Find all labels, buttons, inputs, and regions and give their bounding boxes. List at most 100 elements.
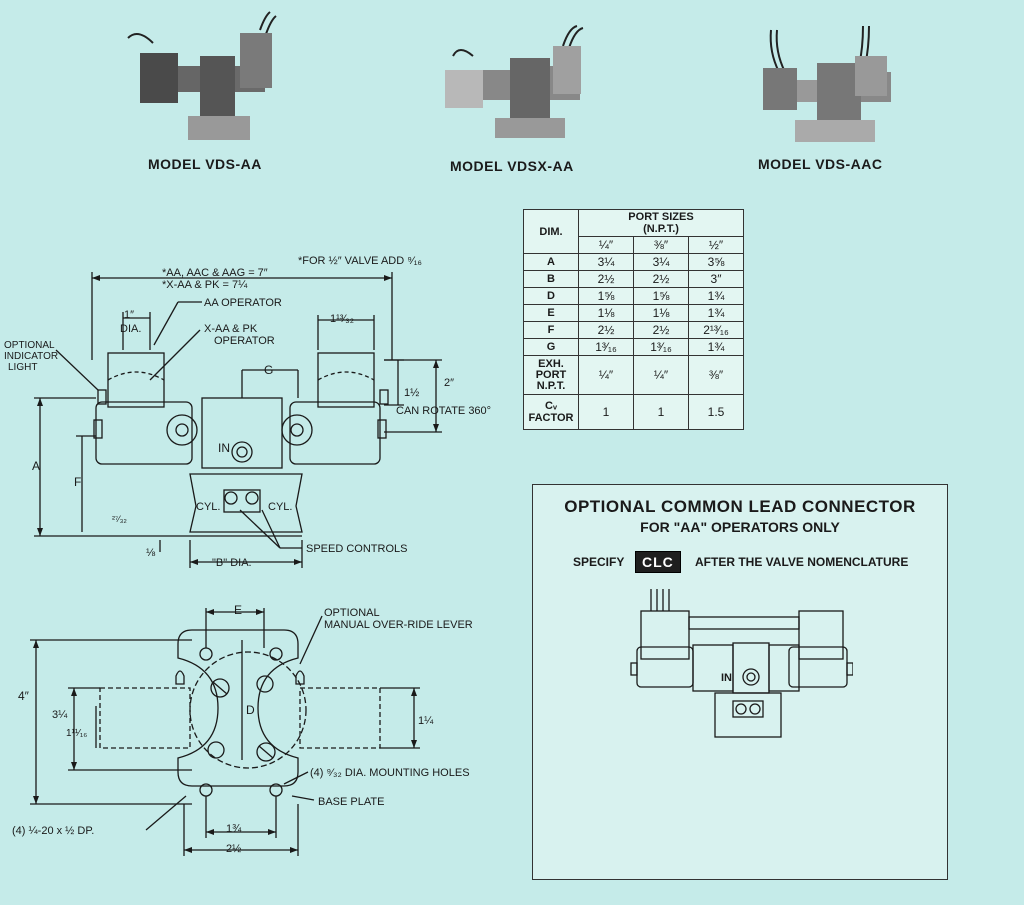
size-header: ½″ bbox=[688, 236, 744, 254]
table-cell: 1¾ bbox=[688, 304, 744, 322]
override-label-1: OPTIONAL bbox=[324, 607, 380, 619]
table-row: G 1³⁄₁₆ 1³⁄₁₆ 1¾ bbox=[523, 338, 744, 356]
one-three-quarter-dim: 1¾ bbox=[226, 823, 242, 835]
table-cell: 1.5 bbox=[688, 394, 744, 430]
dim-header: DIM. bbox=[523, 209, 579, 254]
indicator-label-2: INDICATOR bbox=[4, 351, 58, 362]
two-inch-dim: 2″ bbox=[444, 377, 454, 389]
clc-in-label: IN bbox=[721, 672, 732, 684]
two-half-dim: 2½ bbox=[226, 843, 241, 855]
table-cell: 3″ bbox=[688, 270, 744, 288]
table-row: F 2½ 2½ 2¹³⁄₁₆ bbox=[523, 321, 744, 339]
exh-label-2: PORT bbox=[535, 368, 567, 381]
table-row: E 1⅛ 1⅛ 1¾ bbox=[523, 304, 744, 322]
table-cell: 2½ bbox=[578, 270, 634, 288]
table-cell: 1³⁄₁₆ bbox=[578, 338, 634, 356]
dia-value: 1″ bbox=[124, 309, 134, 321]
width-note-2: *X-AA & PK = 7¼ bbox=[162, 279, 248, 291]
half-inch-note: *FOR ½″ VALVE ADD ⁹⁄₁₆ bbox=[298, 255, 422, 267]
table-cell: 1 bbox=[578, 394, 634, 430]
table-cell: 3¼ bbox=[578, 253, 634, 271]
mounting-holes-label: (4) ⁹⁄₃₂ DIA. MOUNTING HOLES bbox=[310, 767, 470, 779]
model-label-vds-aa: MODEL VDS-AA bbox=[148, 156, 262, 172]
row-dim: E bbox=[523, 304, 579, 322]
four-inch-dim: 4″ bbox=[18, 689, 30, 703]
g-dim-label: G bbox=[264, 363, 273, 377]
eighth-dim-label: ⅛ bbox=[146, 547, 156, 559]
exh-label: EXH. PORT N.P.T. bbox=[523, 355, 579, 395]
table-cell: 1 bbox=[633, 394, 689, 430]
table-cell: ¼″ bbox=[633, 355, 689, 395]
e-dim-label: E bbox=[234, 603, 242, 617]
base-plate-label: BASE PLATE bbox=[318, 796, 384, 808]
table-cell: 3⅝ bbox=[688, 253, 744, 271]
clc-connector-box: OPTIONAL COMMON LEAD CONNECTOR FOR "AA" … bbox=[532, 484, 948, 880]
table-cell: 2½ bbox=[578, 321, 634, 339]
clc-badge: CLC bbox=[635, 551, 681, 573]
photo-vds-aa bbox=[127, 11, 277, 140]
cv-label-1: Cᵥ bbox=[545, 400, 557, 412]
table-cell: 2½ bbox=[633, 321, 689, 339]
table-row-exh: EXH. PORT N.P.T. ¼″ ¼″ ⅜″ bbox=[523, 355, 744, 395]
clc-drawing: IN bbox=[630, 589, 853, 738]
row-dim: G bbox=[523, 338, 579, 356]
table-cell: 2½ bbox=[633, 270, 689, 288]
photo-vds-aac bbox=[763, 25, 891, 142]
table-cell: 1³⁄₁₆ bbox=[633, 338, 689, 356]
port-sizes-subtitle: (N.P.T.) bbox=[643, 223, 679, 235]
table-cell: 1¾ bbox=[688, 338, 744, 356]
specify-label: SPECIFY bbox=[573, 555, 625, 569]
b-dia-label: "B" DIA. bbox=[212, 557, 252, 569]
speed-controls-label: SPEED CONTROLS bbox=[306, 543, 407, 555]
row-dim: D bbox=[523, 287, 579, 305]
dia-label: DIA. bbox=[120, 323, 141, 335]
model-label-vdsx-aa: MODEL VDSX-AA bbox=[450, 158, 574, 174]
cyl-left-label: CYL. bbox=[196, 501, 220, 513]
table-cell: 1⅝ bbox=[578, 287, 634, 305]
d-dim-label: D bbox=[246, 703, 255, 717]
one-11-16-dim: 1¹¹⁄₁₆ bbox=[66, 728, 87, 739]
threads-label: (4) ¼-20 x ½ DP. bbox=[12, 825, 94, 837]
clc-subtitle: FOR "AA" OPERATORS ONLY bbox=[640, 519, 840, 535]
table-cell: ¼″ bbox=[578, 355, 634, 395]
exh-label-1: EXH. bbox=[538, 357, 564, 370]
cv-label-2: FACTOR bbox=[528, 412, 574, 424]
table-cell: 1⅝ bbox=[633, 287, 689, 305]
size-header: ¼″ bbox=[578, 236, 634, 254]
right-width-dim: 1¹³⁄₃₂ bbox=[330, 313, 354, 325]
row-dim: B bbox=[523, 270, 579, 288]
half-one-dim: 1½ bbox=[404, 387, 419, 399]
xaa-operator-label-2: OPERATOR bbox=[214, 335, 275, 347]
one-quarter-dim: 1¼ bbox=[418, 715, 434, 727]
table-cell: 1⅛ bbox=[633, 304, 689, 322]
can-rotate-label: CAN ROTATE 360° bbox=[396, 405, 491, 417]
override-label-2: MANUAL OVER-RIDE LEVER bbox=[324, 619, 473, 631]
size-header: ⅜″ bbox=[633, 236, 689, 254]
table-row: A 3¼ 3¼ 3⅝ bbox=[523, 253, 744, 271]
f-dim-label: F bbox=[74, 475, 81, 489]
clc-title: OPTIONAL COMMON LEAD CONNECTOR bbox=[564, 497, 916, 516]
exh-label-3: N.P.T. bbox=[536, 379, 566, 392]
row-dim: F bbox=[523, 321, 579, 339]
port-sizes-header: PORT SIZES (N.P.T.) bbox=[578, 209, 744, 237]
table-cell: 3¼ bbox=[633, 253, 689, 271]
bottom-view-drawing: E OPTIONAL MANUAL OVER-RIDE LEVER 4″ 3¼ … bbox=[12, 603, 473, 856]
table-cell: 1¾ bbox=[688, 287, 744, 305]
table-cell: 1⅛ bbox=[578, 304, 634, 322]
table-row-cv: Cᵥ FACTOR 1 1 1.5 bbox=[523, 394, 744, 430]
model-label-vds-aac: MODEL VDS-AAC bbox=[758, 156, 883, 172]
in-port-label: IN bbox=[218, 441, 230, 455]
cv-label: Cᵥ FACTOR bbox=[523, 394, 579, 430]
photo-vdsx-aa bbox=[445, 25, 584, 138]
indicator-label-3: LIGHT bbox=[8, 362, 37, 373]
three-quarter-dim: 3¼ bbox=[52, 709, 68, 721]
table-cell: 2¹³⁄₁₆ bbox=[688, 321, 744, 339]
xaa-operator-label-1: X-AA & PK bbox=[204, 323, 258, 335]
aa-operator-label: AA OPERATOR bbox=[204, 297, 282, 309]
table-cell: ⅜″ bbox=[688, 355, 744, 395]
a-dim-label: A bbox=[32, 459, 40, 473]
width-note-1: *AA, AAC & AAG = 7″ bbox=[162, 267, 268, 279]
front-view-drawing: *FOR ½″ VALVE ADD ⁹⁄₁₆ *AA, AAC & AAG = … bbox=[4, 255, 491, 569]
small-dim-label: ²⁷⁄₃₂ bbox=[112, 514, 127, 524]
indicator-label-1: OPTIONAL bbox=[4, 340, 55, 351]
